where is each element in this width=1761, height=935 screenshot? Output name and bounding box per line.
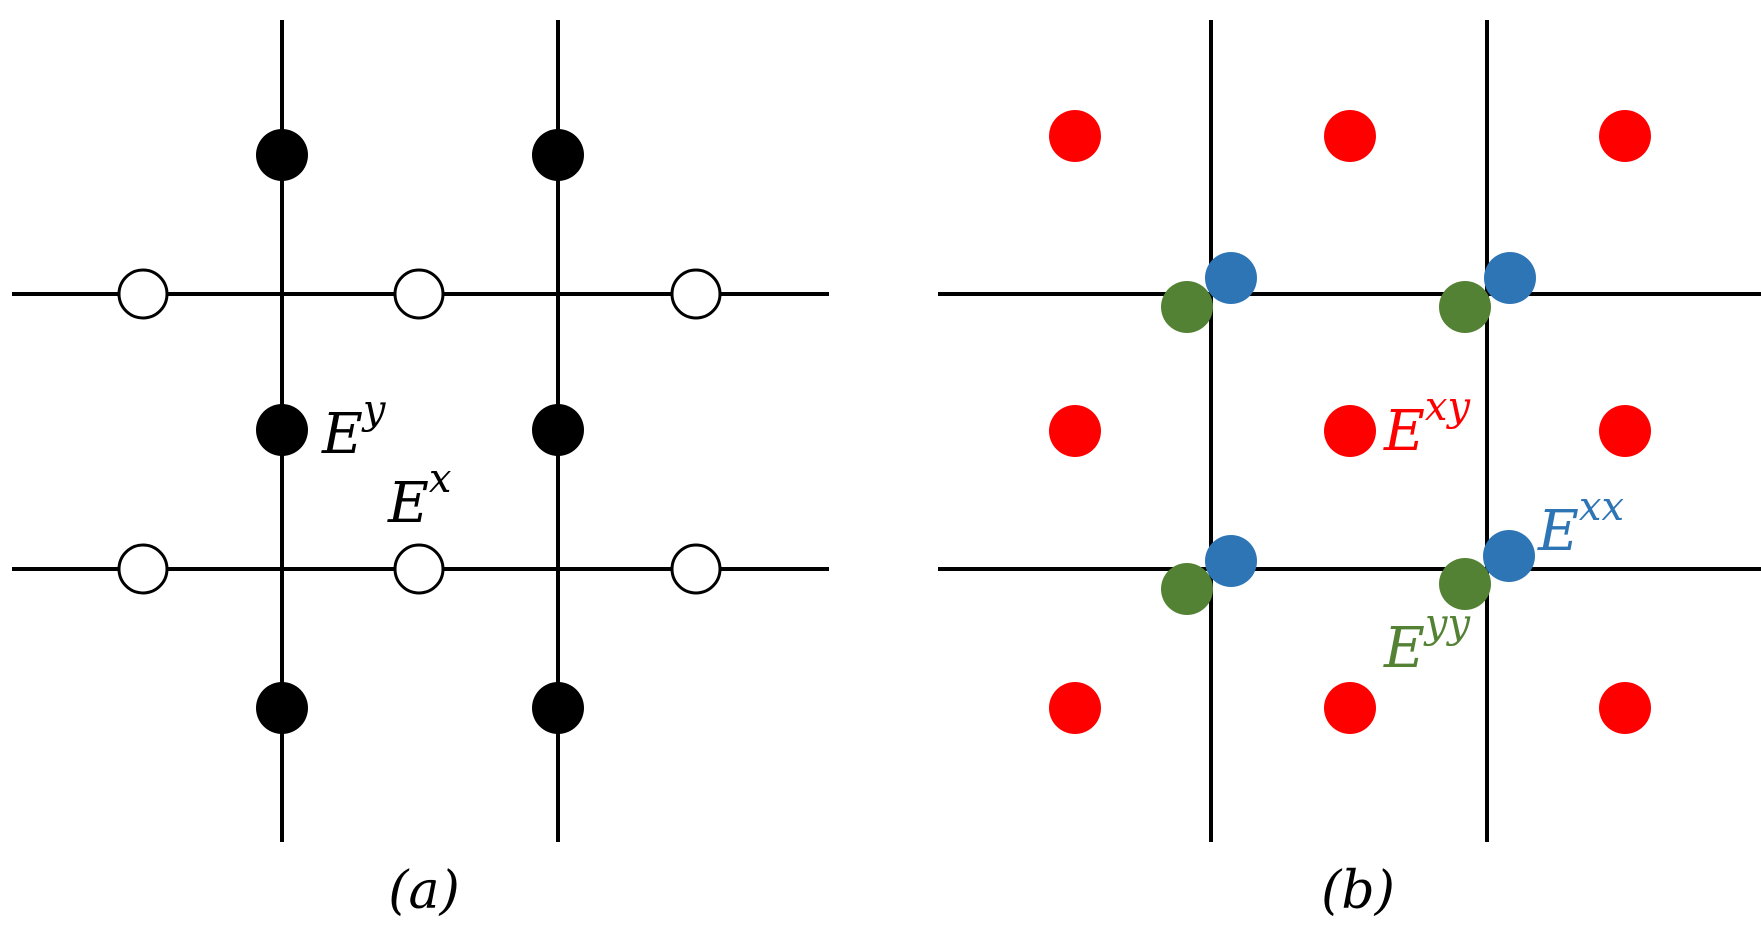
ey-node bbox=[532, 404, 584, 456]
ex-node bbox=[393, 543, 445, 595]
ey-node bbox=[256, 404, 308, 456]
panel-b: Exy Exx Eyy (b) bbox=[938, 20, 1761, 921]
eyy-node bbox=[1439, 558, 1491, 610]
eyy-node bbox=[1161, 281, 1213, 333]
exy-label-superscript: xy bbox=[1425, 384, 1472, 430]
ex-label-base: E bbox=[387, 471, 429, 536]
ex-node bbox=[393, 268, 445, 320]
exy-node bbox=[1324, 405, 1376, 457]
panel-a-ey-nodes bbox=[256, 129, 584, 734]
ex-label: Ex bbox=[387, 456, 451, 536]
ey-label-base: E bbox=[321, 402, 363, 467]
exy-node bbox=[1049, 682, 1101, 734]
panel-b-exy-nodes bbox=[1049, 110, 1651, 734]
ey-label-superscript: y bbox=[361, 387, 387, 433]
eyy-label-superscript: yy bbox=[1423, 601, 1472, 647]
panel-a-grid-lines bbox=[12, 20, 829, 842]
ey-node bbox=[256, 129, 308, 181]
exy-label-base: E bbox=[1383, 399, 1425, 464]
exx-node bbox=[1484, 252, 1536, 304]
ey-node bbox=[256, 682, 308, 734]
eyy-node bbox=[1439, 281, 1491, 333]
ex-label-superscript: x bbox=[429, 456, 452, 502]
ex-node bbox=[670, 543, 722, 595]
eyy-label: Eyy bbox=[1383, 601, 1471, 681]
ex-node bbox=[117, 543, 169, 595]
exx-label-base: E bbox=[1537, 499, 1579, 564]
eyy-node bbox=[1161, 563, 1213, 615]
exy-node bbox=[1324, 682, 1376, 734]
panel-b-grid-lines bbox=[938, 20, 1761, 842]
panel-a-caption: (a) bbox=[388, 861, 460, 921]
panel-a-ex-nodes bbox=[117, 268, 722, 595]
exx-label: Exx bbox=[1537, 484, 1624, 564]
eyy-label-base: E bbox=[1383, 616, 1425, 681]
exx-node bbox=[1483, 530, 1535, 582]
exx-node bbox=[1205, 535, 1257, 587]
exy-node bbox=[1599, 110, 1651, 162]
exy-node bbox=[1599, 682, 1651, 734]
panel-b-eyy-nodes bbox=[1161, 281, 1491, 615]
panel-b-exx-nodes bbox=[1205, 252, 1536, 587]
panel-a: Ey Ex (a) bbox=[12, 20, 829, 921]
ey-label: Ey bbox=[321, 387, 387, 467]
ex-node bbox=[117, 268, 169, 320]
ey-node bbox=[532, 129, 584, 181]
panel-b-caption: (b) bbox=[1321, 861, 1395, 921]
exy-node bbox=[1049, 110, 1101, 162]
exy-node bbox=[1599, 405, 1651, 457]
exx-label-superscript: xx bbox=[1579, 484, 1624, 530]
ey-node bbox=[532, 682, 584, 734]
exy-node bbox=[1324, 110, 1376, 162]
exy-node bbox=[1049, 405, 1101, 457]
exy-label: Exy bbox=[1383, 384, 1471, 464]
ex-node bbox=[670, 268, 722, 320]
exx-node bbox=[1205, 252, 1257, 304]
